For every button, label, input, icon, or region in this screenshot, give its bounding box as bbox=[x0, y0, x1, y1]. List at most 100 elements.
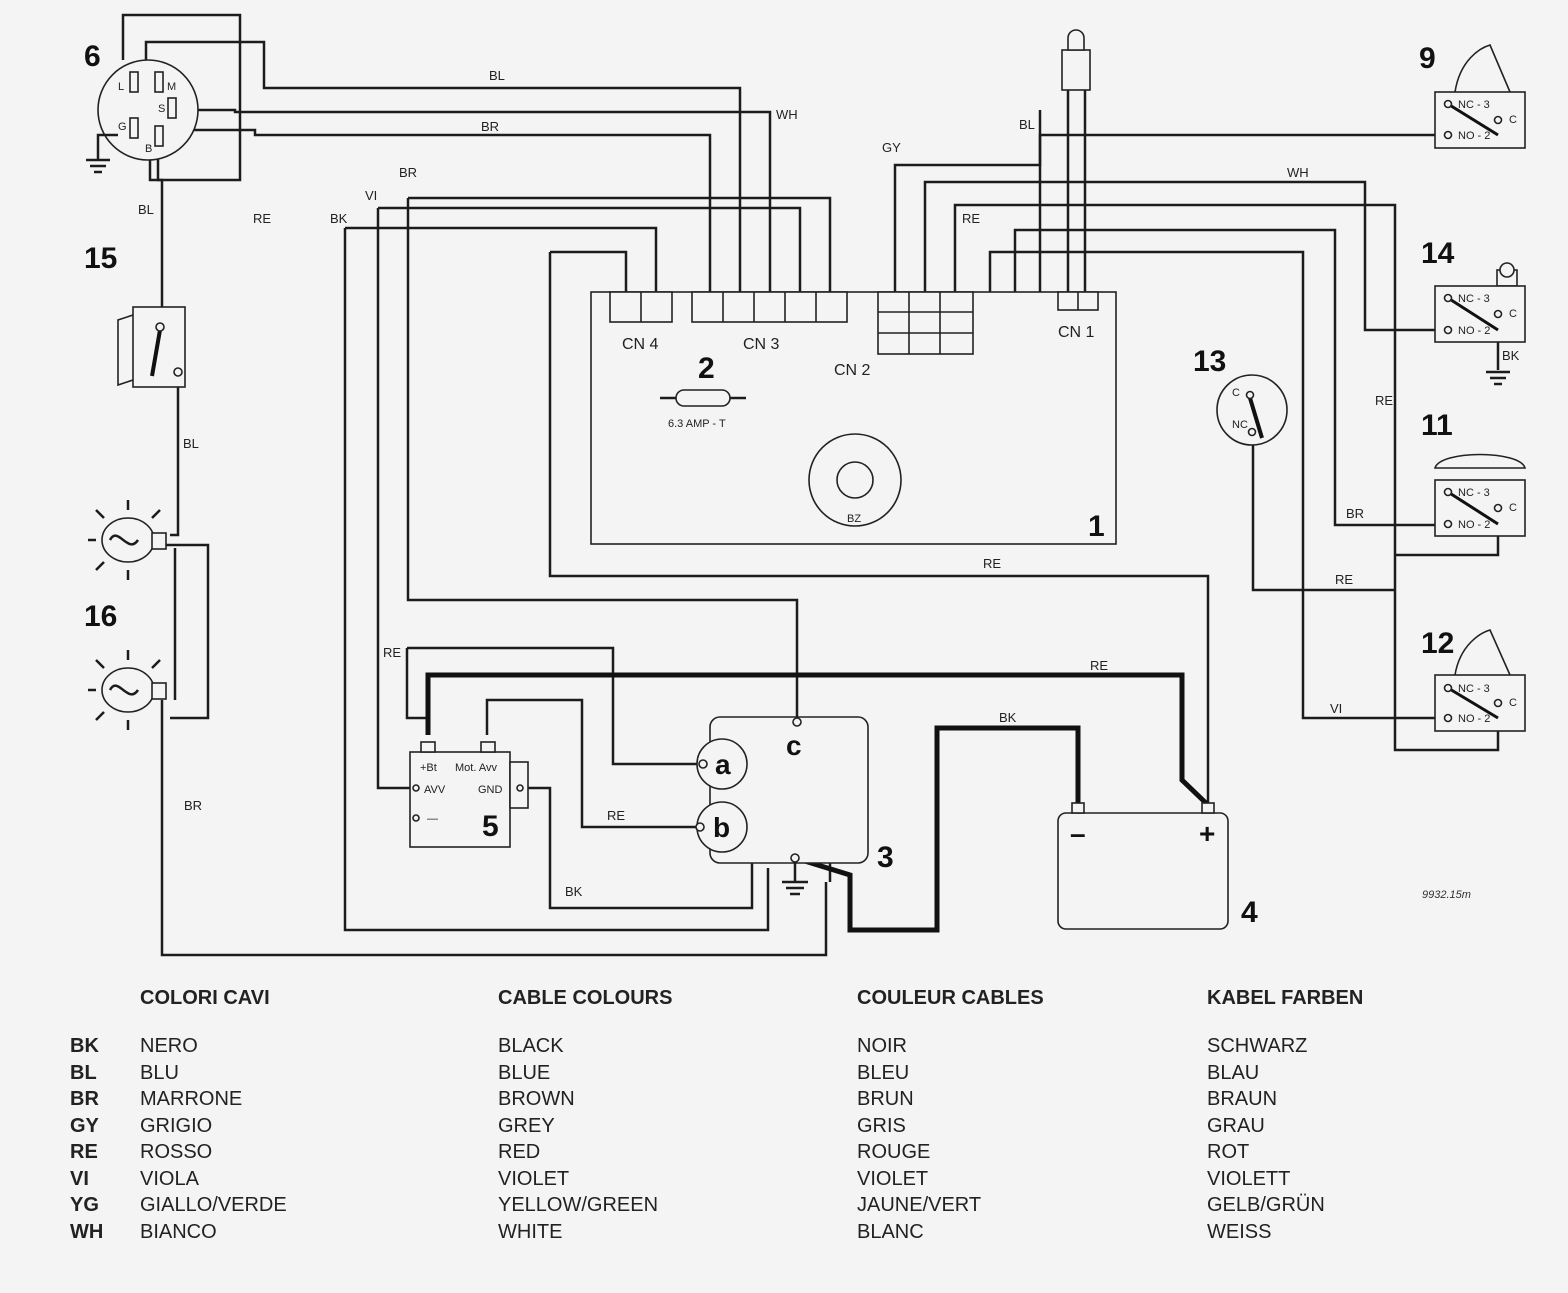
legend-code: BL bbox=[70, 1061, 97, 1084]
component-16-number: 16 bbox=[84, 600, 117, 633]
legend-item: BLEU bbox=[857, 1061, 910, 1084]
wire-label: VI bbox=[365, 188, 377, 203]
legend-heading: COULEUR CABLES bbox=[857, 987, 1044, 1009]
ms9-nc: NC - 3 bbox=[1458, 99, 1490, 111]
legend-column-italian: COLORI CAVI NERO BLU MARRONE GRIGIO ROSS… bbox=[140, 980, 287, 1245]
legend-code: YG bbox=[70, 1194, 99, 1216]
wire-label: RE bbox=[983, 556, 1001, 571]
module5-minus: — bbox=[427, 813, 438, 825]
connector-cn1[interactable] bbox=[1057, 291, 1099, 311]
component-3-number: 3 bbox=[877, 841, 894, 874]
module5-bt: +Bt bbox=[420, 762, 437, 774]
legend-heading: COLORI CAVI bbox=[140, 987, 270, 1009]
wire-label: BR bbox=[481, 119, 499, 134]
lamp-icon bbox=[88, 650, 167, 730]
wire-label: RE bbox=[1375, 393, 1393, 408]
legend-item: BIANCO bbox=[140, 1220, 217, 1243]
switch-13[interactable]: C NC bbox=[1216, 374, 1288, 446]
battery-plus: + bbox=[1199, 818, 1215, 849]
legend-item: NERO bbox=[140, 1035, 198, 1057]
cn2-label: CN 2 bbox=[834, 362, 871, 379]
cable-colour-legend: BK BL BR GY RE VI YG WH COLORI CAVI NERO… bbox=[0, 980, 1568, 1270]
buzzer: BZ bbox=[808, 433, 902, 527]
legend-item: ROUGE bbox=[857, 1141, 931, 1163]
wire-label: RE bbox=[383, 645, 401, 660]
wire-label: BK bbox=[565, 884, 583, 899]
heavy-wires bbox=[425, 672, 1210, 933]
legend-item: GREY bbox=[498, 1114, 555, 1137]
battery-minus: – bbox=[1070, 818, 1086, 849]
ms14-c: C bbox=[1509, 308, 1517, 320]
legend-item: BRUN bbox=[857, 1088, 914, 1110]
legend-item: MARRONE bbox=[140, 1088, 243, 1110]
legend-item: YELLOW/GREEN bbox=[498, 1194, 659, 1216]
legend-code: WH bbox=[70, 1220, 104, 1243]
battery: – + bbox=[1057, 802, 1229, 930]
legend-code: RE bbox=[70, 1141, 98, 1163]
legend-item: BLACK bbox=[498, 1035, 564, 1057]
legend-item: VIOLET bbox=[498, 1167, 570, 1190]
legend-item: SCHWARZ bbox=[1207, 1035, 1308, 1057]
motor-terminal-b: b bbox=[713, 812, 730, 843]
component-11-number: 11 bbox=[1421, 409, 1453, 442]
wire-label: BK bbox=[999, 710, 1017, 725]
wire-label: BL bbox=[138, 202, 154, 217]
starter-module: +Bt Mot. Avv AVV GND — bbox=[409, 741, 529, 848]
legend-item: BLANC bbox=[857, 1220, 924, 1243]
microswitch-12[interactable]: NC - 3 NO - 2 C bbox=[1434, 629, 1526, 732]
component-5-number: 5 bbox=[482, 810, 499, 843]
ms9-c: C bbox=[1509, 114, 1517, 126]
legend-item: ROT bbox=[1207, 1141, 1250, 1163]
wire-label: BK bbox=[330, 211, 348, 226]
ms11-nc: NC - 3 bbox=[1458, 487, 1490, 499]
wire-label: BR bbox=[1346, 506, 1364, 521]
legend-item: RED bbox=[498, 1141, 541, 1163]
module5-mot: Mot. Avv bbox=[455, 762, 497, 774]
component-1-number: 1 bbox=[1088, 510, 1105, 543]
ms11-no: NO - 2 bbox=[1458, 519, 1490, 531]
legend-column-english: CABLE COLOURS BLACK BLUE BROWN GREY RED … bbox=[498, 980, 672, 1245]
ground-icon bbox=[782, 853, 808, 896]
wire-label: BL bbox=[183, 436, 199, 451]
rocker-switch[interactable] bbox=[117, 306, 186, 388]
motor: a b c bbox=[695, 716, 869, 896]
switch13-c: C bbox=[1232, 387, 1240, 399]
legend-code: VI bbox=[70, 1167, 89, 1190]
component-15-number: 15 bbox=[84, 242, 117, 275]
lamp-icon bbox=[88, 500, 167, 580]
ms14-nc: NC - 3 bbox=[1458, 293, 1490, 305]
wire-labels: BL BR WH BR VI BK RE BL BL BR GY BL RE W… bbox=[138, 68, 1520, 899]
legend-item: GRIS bbox=[857, 1114, 906, 1137]
wire-label: WH bbox=[1287, 165, 1309, 180]
ms14-no: NO - 2 bbox=[1458, 325, 1490, 337]
connector-cn3[interactable] bbox=[691, 291, 848, 323]
microswitch-9[interactable]: NC - 3 NO - 2 C bbox=[1434, 44, 1526, 149]
legend-column-german: KABEL FARBEN SCHWARZ BLAU BRAUN GRAU ROT… bbox=[1207, 980, 1363, 1245]
switch13-nc: NC bbox=[1232, 419, 1248, 431]
microswitch-11[interactable]: NC - 3 NO - 2 C bbox=[1433, 453, 1527, 537]
legend-column-french: COULEUR CABLES NOIR BLEU BRUN GRIS ROUGE… bbox=[857, 980, 1044, 1245]
component-6-number: 6 bbox=[84, 40, 101, 73]
buzzer-label: BZ bbox=[847, 513, 861, 525]
legend-item: BLU bbox=[140, 1061, 179, 1084]
cn1-label: CN 1 bbox=[1058, 324, 1095, 341]
key-terminal-s: S bbox=[158, 103, 165, 115]
connector-cn2[interactable] bbox=[877, 291, 974, 355]
ms12-nc: NC - 3 bbox=[1458, 683, 1490, 695]
legend-item: ROSSO bbox=[140, 1141, 213, 1163]
control-board: CN 4 CN 3 CN 2 CN 1 6.3 AMP - T BZ bbox=[590, 291, 1117, 545]
legend-item: GRIGIO bbox=[140, 1114, 213, 1137]
microswitch-14[interactable]: NC - 3 NO - 2 C bbox=[1434, 262, 1526, 386]
legend-item: BRAUN bbox=[1207, 1088, 1278, 1110]
key-terminal-b: B bbox=[145, 143, 152, 155]
legend-item: VIOLETT bbox=[1207, 1167, 1291, 1190]
key-switch[interactable]: L M S G B bbox=[86, 59, 199, 174]
component-4-number: 4 bbox=[1241, 896, 1258, 929]
warning-lamps bbox=[88, 500, 167, 730]
connector-cn4[interactable] bbox=[609, 291, 673, 323]
wire-label: BR bbox=[399, 165, 417, 180]
legend-code: BR bbox=[70, 1088, 99, 1110]
component-13-number: 13 bbox=[1193, 345, 1226, 378]
cn3-label: CN 3 bbox=[743, 336, 780, 353]
module5-gnd: GND bbox=[478, 784, 503, 796]
